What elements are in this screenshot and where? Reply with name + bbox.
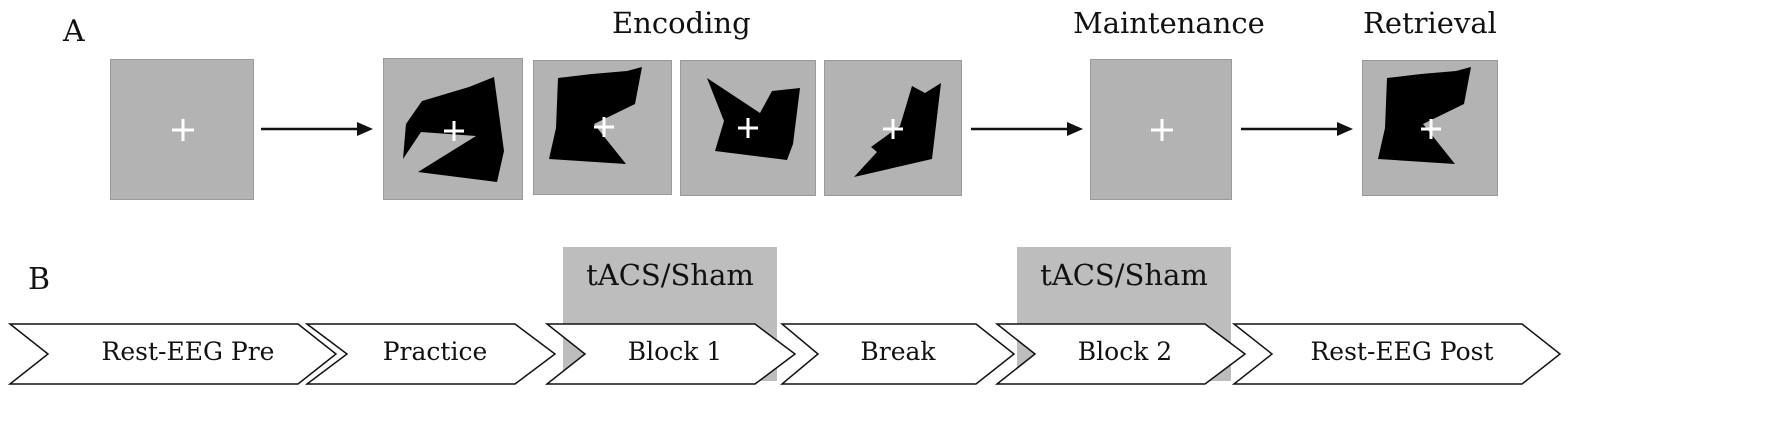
maintenance-label: Maintenance [1073, 6, 1265, 40]
step-chevron-2 [305, 323, 557, 385]
encoding-stimulus-4 [824, 60, 962, 196]
encoding-stimulus-1 [383, 58, 523, 200]
step-chevron-6 [1232, 323, 1562, 385]
encoding-label: Encoding [612, 6, 751, 40]
polygon-shape-icon [707, 78, 800, 160]
step-label-block-2: Block 2 [1077, 337, 1173, 366]
polygon-shape-icon [549, 67, 642, 164]
step-chevron-3 [545, 323, 797, 385]
step-label-practice: Practice [382, 337, 488, 366]
polygon-shape-icon [854, 83, 941, 177]
polygon-shape-icon [403, 77, 504, 182]
step-chevron-5 [995, 323, 1247, 385]
maintenance-screen [1090, 59, 1232, 200]
retrieval-probe [1362, 60, 1498, 196]
stimulation-label-2: tACS/Sham [1040, 258, 1208, 292]
retrieval-label: Retrieval [1363, 6, 1497, 40]
step-chevron-1 [8, 323, 338, 385]
step-label-break: Break [860, 337, 936, 366]
fixation-cross-icon [1151, 119, 1173, 141]
step-label-block-1: Block 1 [627, 337, 723, 366]
step-chevron-4 [780, 323, 1016, 385]
encoding-stimulus-2 [533, 60, 672, 195]
encoding-stimulus-3 [680, 60, 816, 196]
arrow-to-maintenance [971, 122, 1083, 136]
step-label-rest-eeg-post: Rest-EEG Post [1310, 337, 1494, 366]
arrow-to-retrieval [1241, 122, 1353, 136]
panel-a-letter: A [63, 14, 85, 49]
arrow-to-encoding [261, 122, 373, 136]
stimulation-label-1: tACS/Sham [586, 258, 754, 292]
fixation-cross-icon [172, 119, 194, 141]
step-label-rest-eeg-pre: Rest-EEG Pre [101, 337, 275, 366]
polygon-shape-icon [1378, 67, 1471, 164]
panel-b-letter: B [28, 262, 51, 297]
fixation-screen [110, 59, 254, 200]
